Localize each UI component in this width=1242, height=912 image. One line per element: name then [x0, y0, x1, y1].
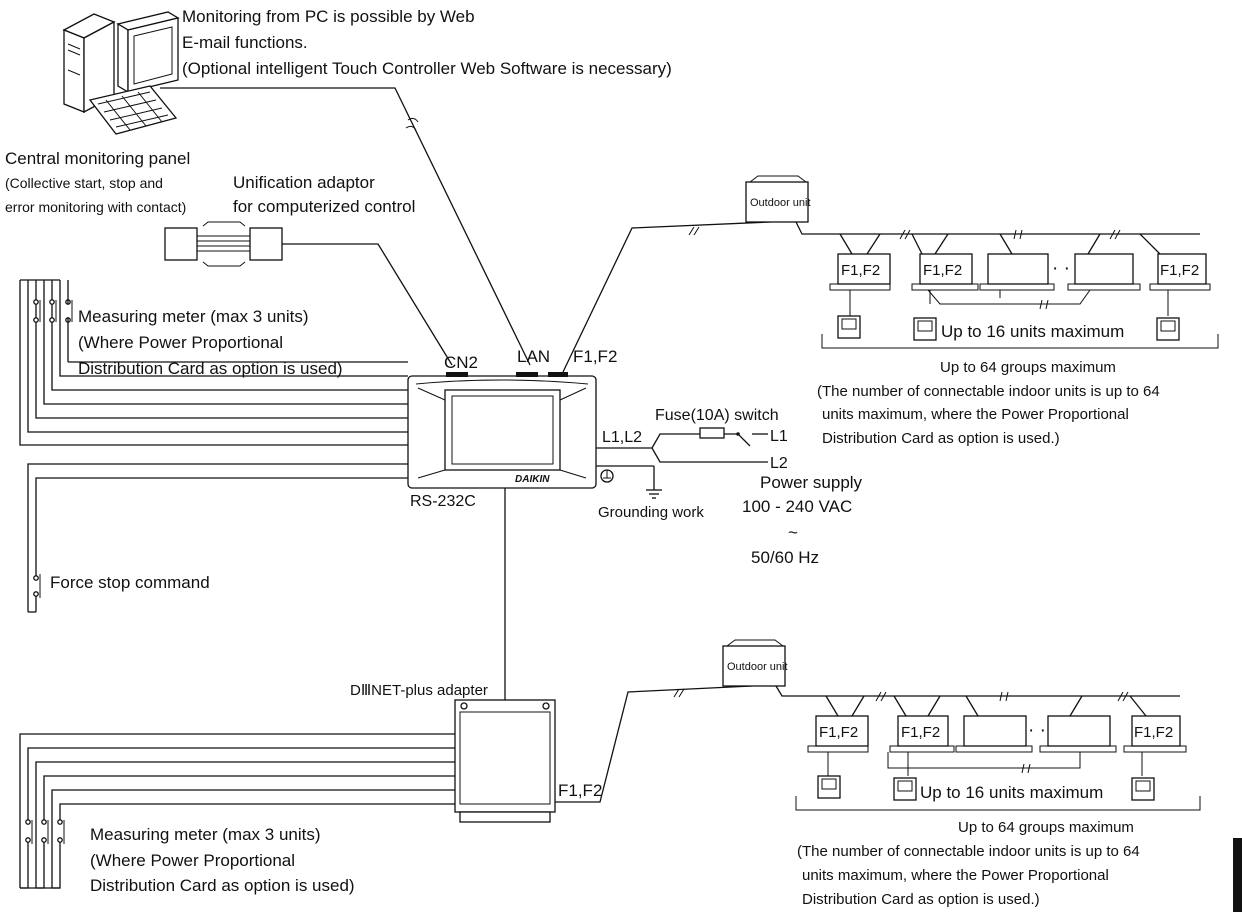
system-top: [745, 175, 1219, 349]
f1f2-port-label: F1,F2: [573, 347, 617, 366]
power-supply-label: Power supply: [760, 473, 863, 492]
central-panel-title: Central monitoring panel: [5, 149, 190, 168]
indoor-unit-top-1-label: F1,F2: [841, 262, 880, 279]
unification-label-line2: for computerized control: [233, 197, 415, 216]
meter-top-line1: Measuring meter (max 3 units): [78, 307, 309, 326]
cn2-cable: [282, 243, 453, 366]
groups-note-top-line2: units maximum, where the Power Proportio…: [822, 406, 1129, 423]
indoor-unit-bottom-2-label: F1,F2: [901, 724, 940, 741]
groups-max-bottom-label: Up to 64 groups maximum: [958, 819, 1134, 836]
outdoor-unit-top-label: Outdoor unit: [750, 197, 811, 209]
units-max-top-label: Up to 16 units maximum: [941, 322, 1124, 341]
units-max-bottom-label: Up to 16 units maximum: [920, 783, 1103, 802]
outdoor-unit-bottom: [722, 639, 786, 687]
meter-top-line2: (Where Power Proportional: [78, 333, 283, 352]
cn2-port-label: CN2: [444, 353, 478, 372]
dIII-net-plus-adapter: [454, 699, 556, 823]
indoor-unit-top-5-label: F1,F2: [1160, 262, 1199, 279]
pc-caption-line3: (Optional intelligent Touch Controller W…: [182, 59, 672, 78]
power-wiring: [596, 427, 768, 499]
unification-adaptor-icon: [164, 221, 283, 267]
meter-bottom-line3: Distribution Card as option is used): [90, 876, 355, 895]
power-frequency-label: 50/60 Hz: [751, 548, 819, 567]
unification-label-line1: Unification adaptor: [233, 173, 375, 192]
lan-cable: [160, 87, 531, 366]
pc-computer-icon: [62, 11, 180, 135]
indoor-units-bottom-ellipsis: · ·: [1028, 720, 1046, 741]
controller-brand: DAIKIN: [515, 474, 550, 485]
indoor-units-top-ellipsis: · ·: [1052, 258, 1070, 279]
outdoor-unit-bottom-label: Outdoor unit: [727, 661, 788, 673]
adapter-f1f2-label: F1,F2: [558, 781, 602, 800]
indoor-unit-bottom-1-label: F1,F2: [819, 724, 858, 741]
force-stop-contact: [27, 463, 408, 613]
power-l2-label: L2: [770, 455, 788, 472]
lan-cable-break-mark: [405, 117, 419, 131]
groups-note-top-line1: (The number of connectable indoor units …: [817, 383, 1160, 400]
indoor-unit-bottom-5-label: F1,F2: [1134, 724, 1173, 741]
lan-port-label: LAN: [517, 347, 550, 366]
power-tilde-label: ~: [788, 523, 798, 542]
indoor-unit-top-2-label: F1,F2: [923, 262, 962, 279]
groups-note-bottom-line3: Distribution Card as option is used.): [802, 891, 1040, 908]
central-panel-line3: error monitoring with contact): [5, 199, 186, 215]
fuse-switch-label: Fuse(10A) switch: [655, 407, 779, 424]
page-edge-tab: [1233, 838, 1242, 912]
meter-top-contacts: [19, 279, 408, 446]
adapter-label: DⅢNET-plus adapter: [350, 682, 488, 699]
groups-note-top-line3: Distribution Card as option is used.): [822, 430, 1060, 447]
f1f2-bottom-cable: [555, 685, 753, 803]
meter-bottom-contacts: [19, 733, 455, 889]
central-panel-line2: (Collective start, stop and: [5, 175, 163, 191]
system-bottom: [722, 639, 1201, 811]
groups-note-bottom-line2: units maximum, where the Power Proportio…: [802, 867, 1109, 884]
power-voltage-label: 100 - 240 VAC: [742, 497, 852, 516]
meter-top-line3: Distribution Card as option is used): [78, 359, 343, 378]
meter-bottom-line2: (Where Power Proportional: [90, 851, 295, 870]
pc-caption-line2: E-mail functions.: [182, 33, 308, 52]
l1l2-port-label: L1,L2: [602, 429, 642, 446]
groups-note-bottom-line1: (The number of connectable indoor units …: [797, 843, 1140, 860]
rs232c-port-label: RS-232C: [410, 493, 476, 510]
pc-caption-line1: Monitoring from PC is possible by Web: [182, 7, 475, 26]
power-l1-label: L1: [770, 428, 788, 445]
groups-max-top-label: Up to 64 groups maximum: [940, 359, 1116, 376]
grounding-label: Grounding work: [598, 504, 704, 521]
force-stop-label: Force stop command: [50, 573, 210, 592]
intelligent-touch-controller: [407, 372, 597, 489]
outdoor-unit-top: [745, 175, 809, 223]
f1f2-top-cable: [562, 221, 771, 373]
meter-bottom-line1: Measuring meter (max 3 units): [90, 825, 321, 844]
